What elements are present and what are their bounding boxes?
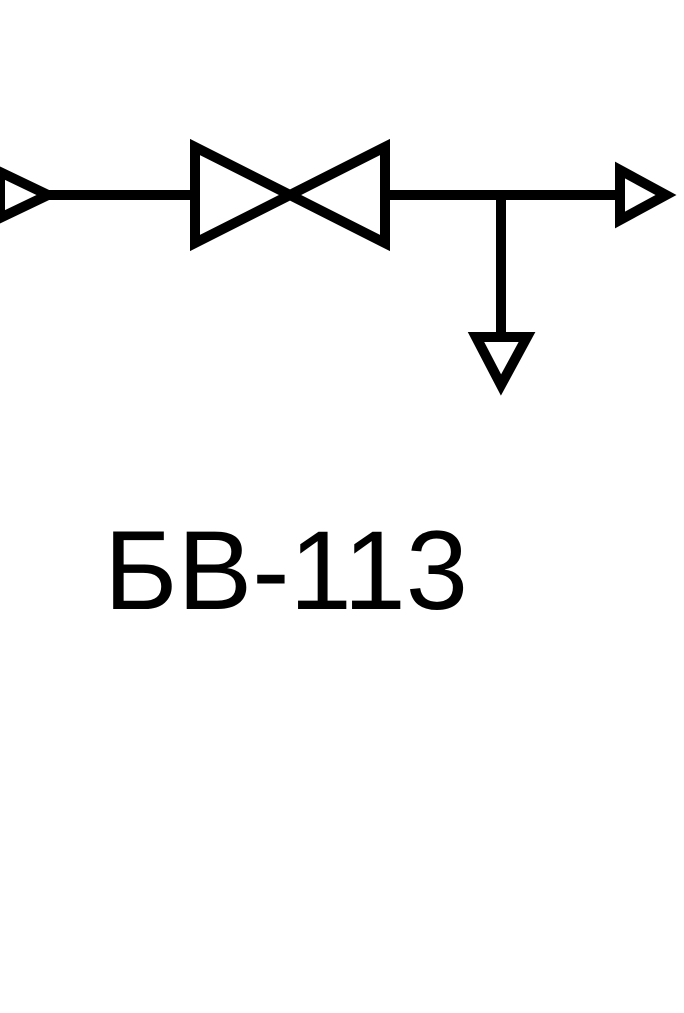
valve-label: БВ-113 [104,508,469,633]
inlet-arrow-icon [0,166,60,224]
outlet-arrow-icon [615,161,677,229]
drain-arrow-icon [467,332,536,396]
valve-right-triangle [278,138,390,252]
valve-left-triangle [190,138,302,252]
